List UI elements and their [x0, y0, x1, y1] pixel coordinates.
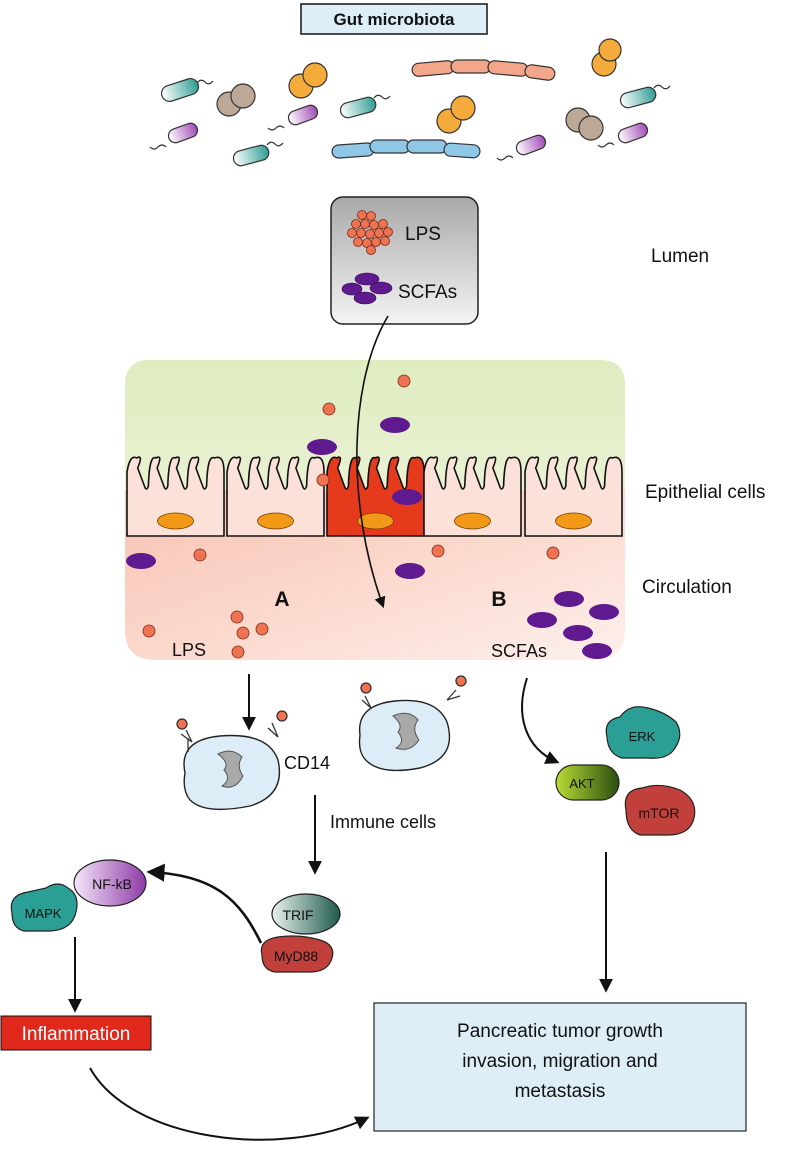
myd88-shape: MyD88	[260, 935, 334, 973]
nfkb-label: NF-kB	[92, 876, 132, 892]
orange-diplococcus-icon	[288, 62, 328, 99]
lps-cluster-icon	[347, 210, 393, 255]
nfkb-shape: NF-kB	[73, 859, 147, 907]
pathway-a-marker: A	[274, 588, 289, 611]
tan-diplococcus-icon	[565, 107, 604, 141]
cell-nucleus-icon	[555, 512, 592, 530]
purple-bacterium-icon	[149, 122, 199, 150]
salmon-chain-bacterium-icon	[411, 59, 556, 81]
scfas-label: SCFAs	[398, 282, 457, 303]
tumor-line-3: metastasis	[515, 1081, 606, 1102]
epithelial-cell	[126, 456, 225, 537]
mtor-shape: mTOR	[624, 784, 696, 836]
cell-nucleus-icon	[157, 512, 194, 530]
tissue-section: A B LPS SCFAs	[125, 360, 625, 661]
tumor-line-1: Pancreatic tumor growth	[457, 1021, 663, 1042]
diagram-title: Gut microbiota	[334, 10, 455, 29]
cell-nucleus-icon	[357, 512, 394, 530]
metabolites-box: LPS SCFAs	[330, 196, 479, 325]
teal-bacterium-icon	[232, 141, 284, 167]
circulation-particles	[126, 544, 619, 659]
lps-label: LPS	[405, 224, 441, 245]
mtor-label: mTOR	[639, 805, 680, 821]
epithelial-cell	[524, 456, 623, 537]
inflammation-to-tumor-arrow	[89, 1067, 370, 1141]
cd14-label: CD14	[284, 753, 330, 773]
scfa-cluster-icon	[341, 272, 393, 305]
cell-nucleus-icon	[454, 512, 491, 530]
tumor-line-2: invasion, migration and	[462, 1051, 657, 1072]
epithelial-cell	[423, 456, 522, 537]
purple-bacterium-icon	[597, 122, 649, 148]
inflammation-box: Inflammation	[0, 1015, 152, 1051]
purple-bacterium-icon	[496, 134, 547, 161]
purple-bacterium-icon	[267, 104, 319, 131]
inflammation-label: Inflammation	[22, 1024, 131, 1045]
orange-diplococcus-icon	[436, 95, 476, 134]
damaged-epithelial-cell	[326, 456, 425, 537]
title-box: Gut microbiota	[300, 3, 488, 35]
cd14-receptor-icon	[176, 710, 288, 752]
cd14-receptor-icon	[360, 675, 467, 709]
microbiota-cluster	[149, 38, 671, 167]
lps-circulation-label: LPS	[172, 640, 206, 660]
orange-diplococcus-icon	[591, 38, 622, 77]
teal-bacterium-icon	[160, 78, 214, 102]
tan-diplococcus-icon	[216, 83, 256, 117]
erk-label: ERK	[629, 729, 656, 744]
mapk-label: MAPK	[25, 906, 62, 921]
scfas-circulation-label: SCFAs	[491, 641, 547, 661]
immune-cell-icon	[358, 675, 467, 772]
lumen-particles	[307, 374, 422, 505]
epithelial-cell-layer	[126, 456, 623, 537]
scfas-to-signaling-arrow	[521, 677, 560, 764]
trif-label: TRIF	[282, 907, 313, 923]
adaptor-to-nfkb-arrow	[146, 863, 263, 944]
myd88-label: MyD88	[274, 948, 319, 964]
akt-shape: AKT	[555, 764, 620, 801]
erk-shape: ERK	[605, 706, 681, 759]
akt-label: AKT	[569, 776, 594, 791]
immune-cell-icon	[176, 710, 288, 811]
immune-cells-label: Immune cells	[330, 812, 436, 832]
mapk-shape: MAPK	[10, 883, 78, 932]
epithelial-cell	[226, 456, 325, 537]
teal-bacterium-icon	[339, 94, 391, 119]
teal-bacterium-icon	[619, 84, 671, 109]
epithelial-cells-label: Epithelial cells	[645, 482, 765, 503]
blue-chain-bacterium-icon	[331, 139, 481, 159]
pathway-b-marker: B	[491, 588, 506, 611]
circulation-label: Circulation	[642, 577, 732, 598]
transit-arrow	[356, 315, 389, 609]
tumor-outcome-box: Pancreatic tumor growth invasion, migrat…	[373, 1002, 747, 1132]
cell-nucleus-icon	[257, 512, 294, 530]
lumen-label: Lumen	[651, 246, 709, 267]
trif-shape: TRIF	[271, 893, 341, 935]
